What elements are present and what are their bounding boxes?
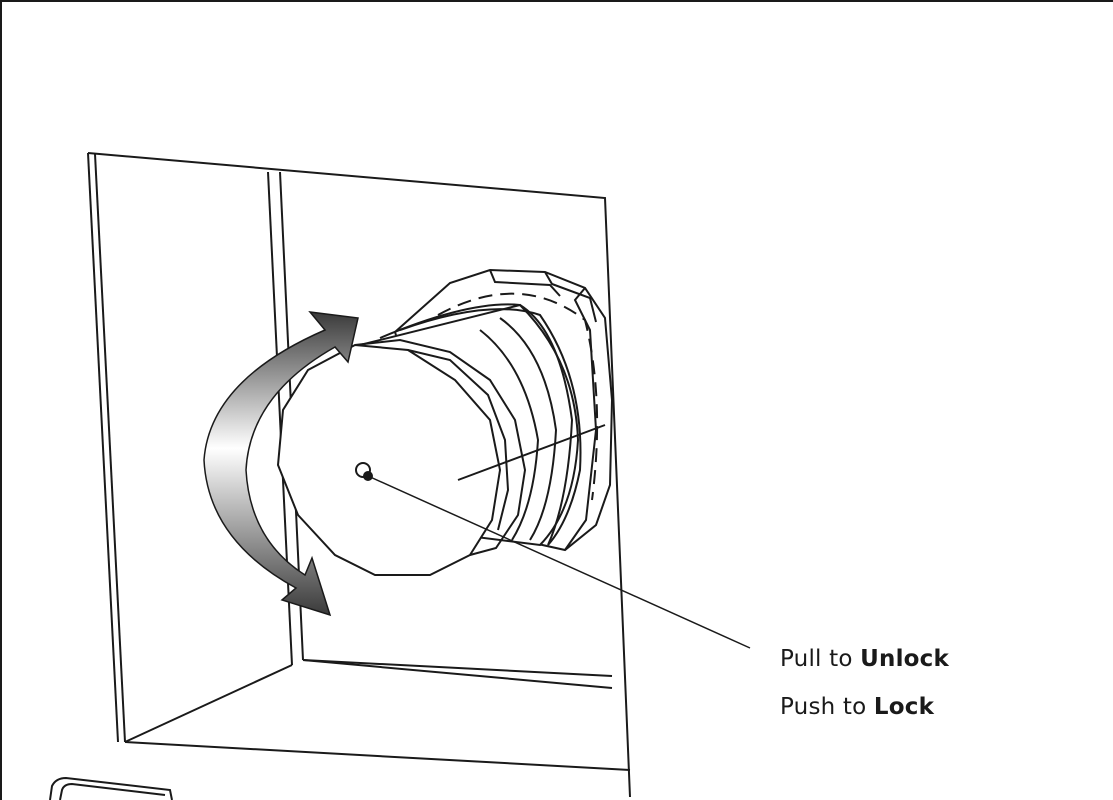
callout-push-to-lock: Push to Lock [780, 694, 934, 720]
bottom-slot [49, 776, 173, 800]
callout-lock-prefix: Push to [780, 694, 874, 720]
callout-unlock-prefix: Pull to [780, 646, 861, 672]
center-pin [355, 462, 373, 481]
callout-unlock-emphasis: Unlock [860, 646, 950, 672]
curved-double-arrow-icon [203, 311, 359, 617]
callout-lock-emphasis: Lock [873, 694, 935, 720]
knob-cap [276, 338, 606, 576]
callout-pull-to-unlock: Pull to Unlock [780, 646, 949, 672]
callout-leader-line [367, 475, 751, 649]
